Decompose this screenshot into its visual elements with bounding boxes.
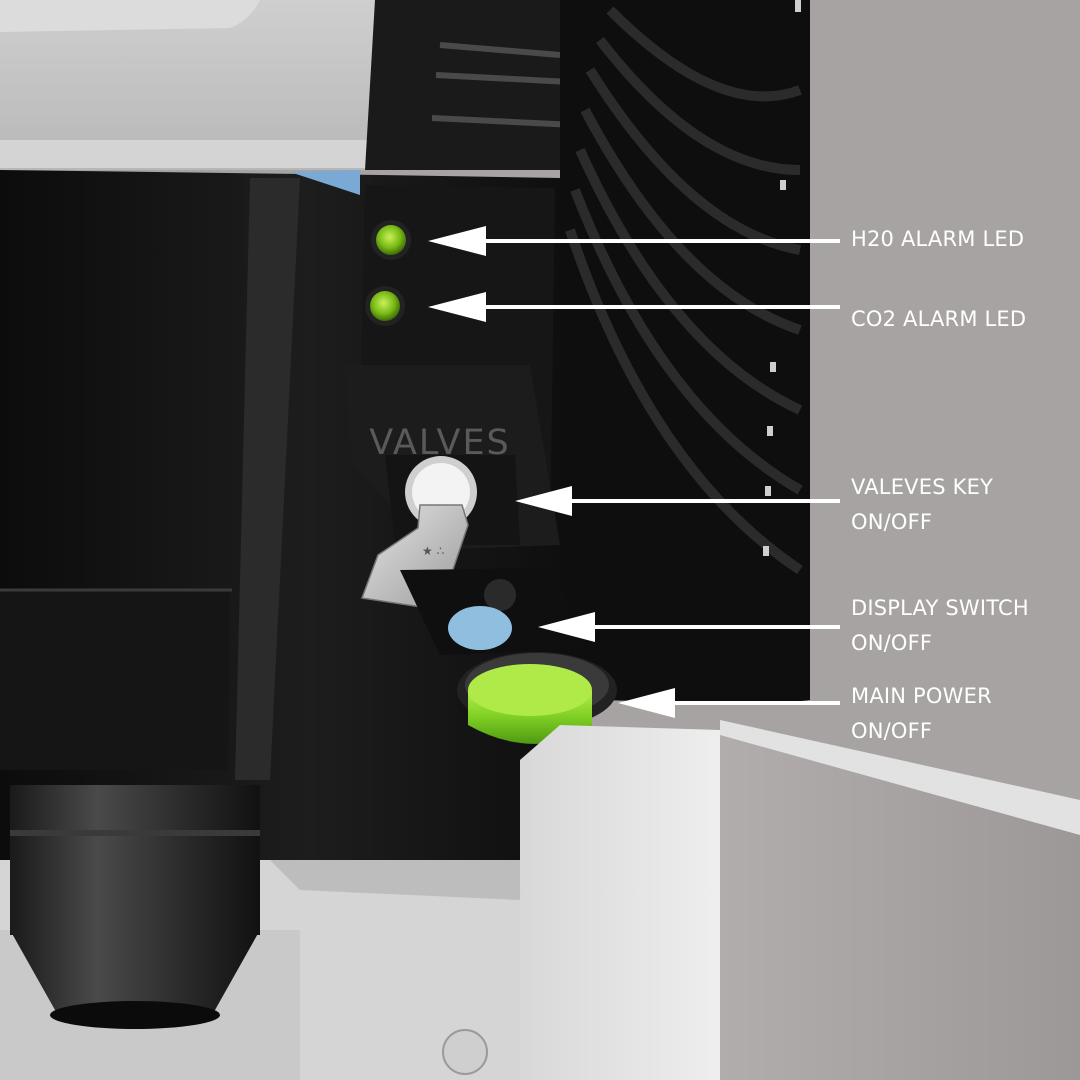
display-switch-button[interactable] — [448, 606, 512, 650]
screw-head — [442, 1029, 488, 1075]
body-lower-panel — [0, 590, 230, 770]
label-valves-key: VALEVES KEY ON/OFF — [851, 470, 993, 540]
blue-accent — [290, 170, 360, 195]
co2-alarm-led — [365, 286, 405, 326]
label-h2o-alarm-led: H20 ALARM LED — [851, 222, 1024, 257]
fan-housing — [560, 0, 810, 703]
label-line: CO2 ALARM LED — [851, 307, 1027, 331]
label-line: VALEVES KEY — [851, 475, 994, 499]
lower-grey-panel — [720, 735, 1080, 1080]
body-edge-highlight — [235, 178, 300, 780]
label-line: ON/OFF — [851, 719, 933, 743]
key-engraving: ★ ∴ — [422, 544, 444, 558]
h2o-alarm-led — [371, 220, 411, 260]
label-line: ON/OFF — [851, 510, 933, 534]
fin-block — [365, 0, 600, 170]
label-line: H20 ALARM LED — [851, 227, 1025, 251]
main-power-button[interactable] — [457, 652, 617, 744]
cabinet-front — [520, 725, 720, 1080]
cabinet-top-edge — [720, 720, 1080, 835]
top-housing-highlight — [0, 0, 260, 32]
top-housing-ledge — [0, 140, 375, 168]
label-main-power: MAIN POWER ON/OFF — [851, 679, 992, 749]
label-line: MAIN POWER — [851, 684, 992, 708]
label-co2-alarm-led: CO2 ALARM LED — [851, 302, 1026, 337]
label-line: ON/OFF — [851, 631, 933, 655]
callout-arrows — [428, 226, 840, 718]
top-housing — [0, 0, 375, 170]
label-display-switch: DISPLAY SWITCH ON/OFF — [851, 591, 1029, 661]
label-line: DISPLAY SWITCH — [851, 596, 1029, 620]
objective-cylinder — [10, 785, 260, 1029]
